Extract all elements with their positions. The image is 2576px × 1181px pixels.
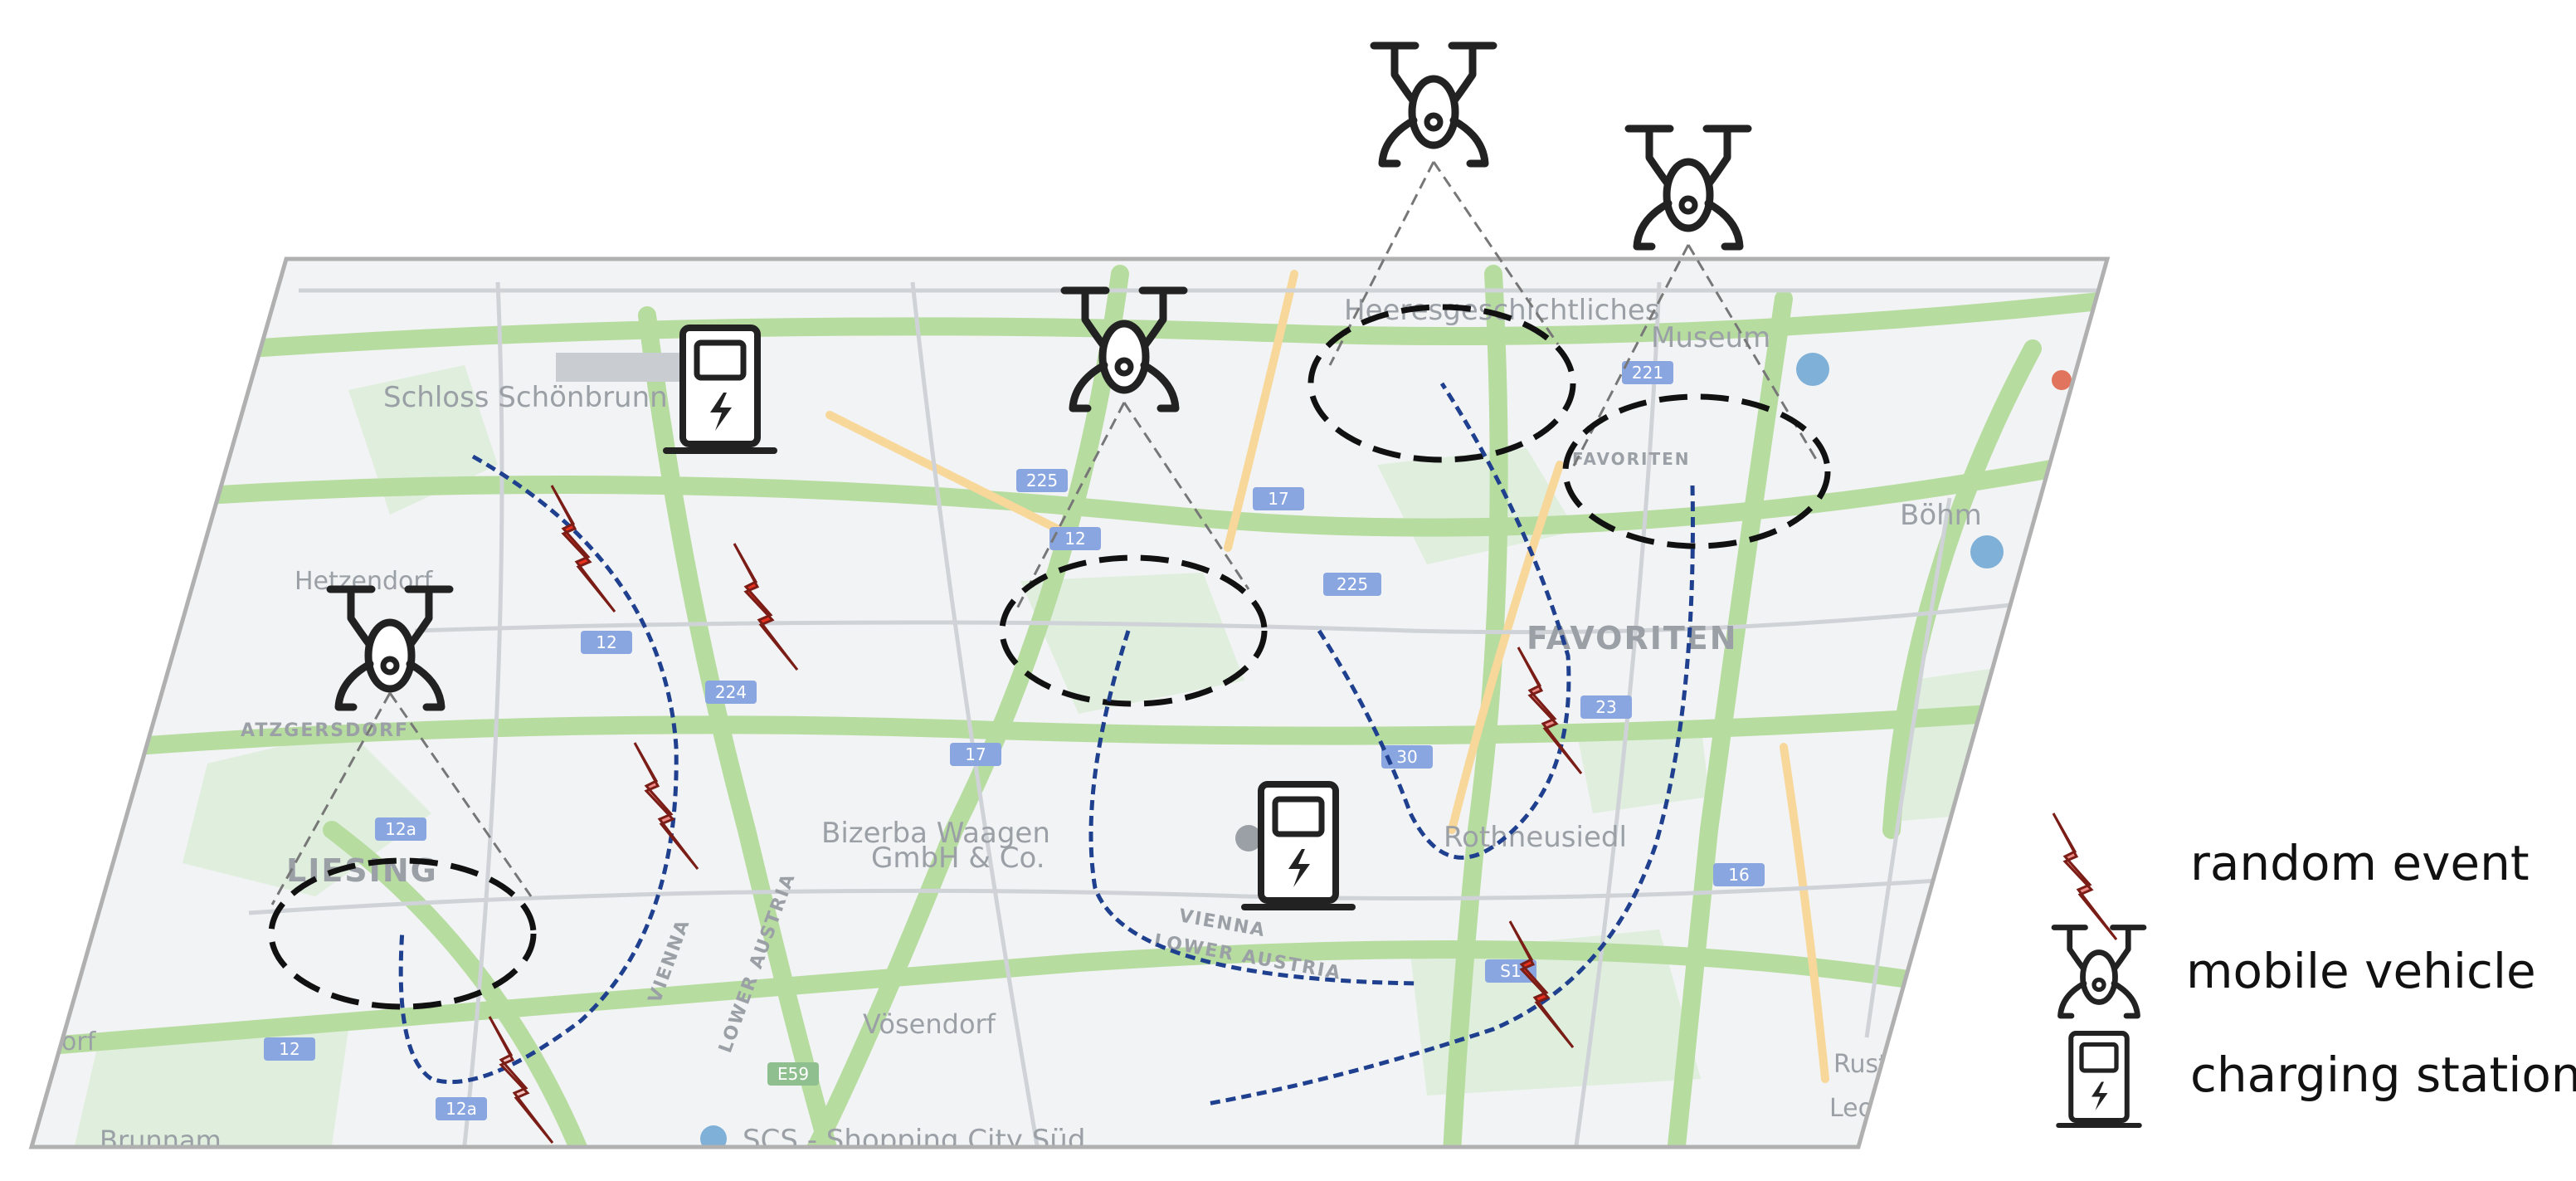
bohm-pin-icon bbox=[1970, 535, 2004, 569]
road-badge: 12 bbox=[596, 632, 616, 652]
legend-label-charging-station: charging station bbox=[2190, 1047, 2576, 1103]
schloss-building bbox=[556, 353, 680, 382]
map-label-schloss: Schloss Schönbrunn bbox=[383, 381, 668, 414]
coverage-area-3 bbox=[1307, 304, 1576, 463]
road-badge: 17 bbox=[965, 744, 986, 764]
road-badge: 30 bbox=[1396, 747, 1417, 767]
map-label-bizerba-1: Bizerba Waagen bbox=[821, 817, 1050, 850]
trajectory-1 bbox=[398, 454, 679, 1085]
coverage-area-1 bbox=[268, 857, 537, 1010]
legend-label-random-event: random event bbox=[2190, 835, 2530, 891]
trajectory-3 bbox=[1317, 382, 1571, 860]
road-badge: 12a bbox=[446, 1099, 477, 1119]
map-label-rothneusiedl: Rothneusiedl bbox=[1444, 821, 1627, 854]
museum-pin-icon bbox=[1796, 353, 1829, 386]
coverage-areas bbox=[268, 304, 1831, 1010]
road-badge: 225 bbox=[1337, 574, 1368, 594]
map-label-scs: SCS - Shopping City Süd bbox=[743, 1124, 1085, 1157]
road-badge: E59 bbox=[777, 1064, 809, 1084]
map-label-museum-2: Museum bbox=[1651, 321, 1770, 354]
map-background: 12 225 17 224 12 17 225 30 23 221 12a 12… bbox=[28, 256, 2111, 1157]
edge-pin-icon bbox=[2052, 370, 2072, 390]
road-badge: 224 bbox=[715, 682, 747, 702]
charging-station-icon bbox=[2058, 1033, 2140, 1125]
map-minor-roads bbox=[248, 281, 2107, 1146]
road-badge: 16 bbox=[1728, 865, 1749, 885]
map-content: 12 225 17 224 12 17 225 30 23 221 12a 12… bbox=[41, 265, 2107, 1157]
cone-drone-1 bbox=[270, 692, 533, 905]
road-badge: 221 bbox=[1632, 363, 1663, 383]
map-label-museum-1: Heeresgeschichtliches bbox=[1344, 294, 1660, 327]
drone-icon bbox=[1374, 46, 1493, 163]
road-badge: 17 bbox=[1268, 489, 1288, 509]
coverage-area-2 bbox=[999, 554, 1268, 707]
map-label-ruste: Ruste bbox=[1833, 1050, 1903, 1079]
trajectory-4 bbox=[1206, 485, 1695, 1106]
road-badge: 23 bbox=[1595, 697, 1616, 717]
drone-icon bbox=[1629, 129, 1748, 246]
charging-station-icon bbox=[666, 328, 774, 451]
road-badge: 12 bbox=[279, 1039, 299, 1059]
charging-station-icon bbox=[1244, 784, 1352, 907]
map-label-brunnam: Brunnam bbox=[100, 1125, 222, 1156]
legend-item-mobile-vehicle: mobile vehicle bbox=[2054, 928, 2536, 1017]
bizerba-pin-icon bbox=[1235, 825, 1262, 852]
drone-icon bbox=[2054, 928, 2144, 1017]
map-label-bohm: Böhm bbox=[1900, 499, 1982, 532]
coverage-area-4 bbox=[1562, 393, 1831, 549]
map-label-favoriten-small: FAVORITEN bbox=[1572, 449, 1691, 469]
road-badge: 12a bbox=[385, 819, 416, 839]
map-label-dorf: dorf bbox=[46, 1027, 97, 1057]
legend-label-mobile-vehicle: mobile vehicle bbox=[2186, 943, 2536, 999]
road-badge: 12 bbox=[1064, 529, 1085, 549]
legend-item-charging-station: charging station bbox=[2058, 1033, 2576, 1125]
cone-drone-2 bbox=[1015, 402, 1250, 611]
map-label-atzgersdorf: ATZGERSDORF bbox=[241, 720, 409, 741]
road-badge: S1 bbox=[1500, 961, 1521, 981]
lightning-icon bbox=[2052, 812, 2118, 941]
map-label-vosendorf: Vösendorf bbox=[863, 1008, 996, 1040]
road-badge: 225 bbox=[1026, 471, 1058, 490]
legend: random event mobile vehicle charging sta… bbox=[2052, 812, 2576, 1125]
trajectory-2 bbox=[1088, 630, 1419, 986]
legend-item-random-event: random event bbox=[2052, 812, 2530, 941]
map-label-bizerba-2: GmbH & Co. bbox=[871, 842, 1045, 875]
trajectories bbox=[398, 382, 1695, 1106]
road-badges: 12 225 17 224 12 17 225 30 23 221 12a 12… bbox=[264, 361, 1765, 1120]
